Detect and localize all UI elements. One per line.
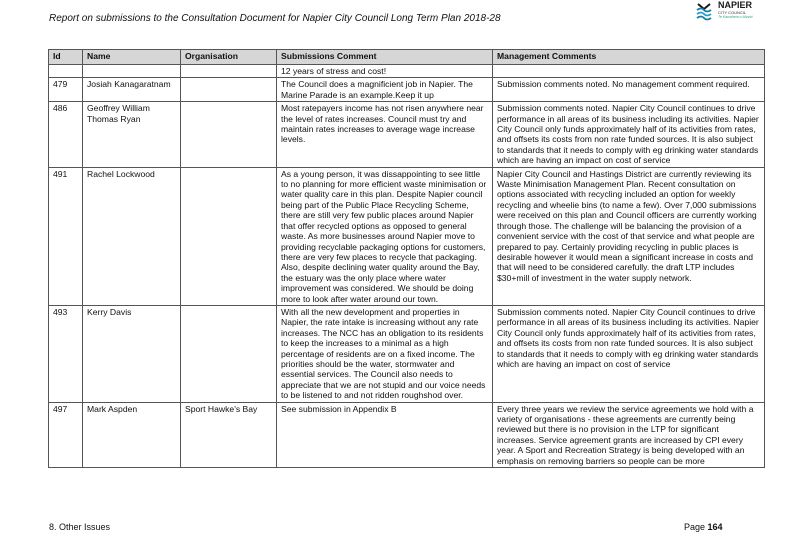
cell-id: 493 <box>48 304 83 403</box>
napier-waves-icon <box>696 3 712 21</box>
cell-name <box>82 63 181 79</box>
cell-id: 479 <box>48 77 83 103</box>
cell-organisation <box>180 77 277 103</box>
logo-tagline: Te Kaunihera o Ahuriri <box>718 15 753 19</box>
cell-name: Geoffrey William Thomas Ryan <box>82 101 181 168</box>
cell-submission-comment: 12 years of stress and cost! <box>276 63 493 79</box>
column-header-management-comments: Management Comments <box>492 49 765 65</box>
cell-management-comment: Submission comments noted. Napier City C… <box>492 101 765 168</box>
column-header-name: Name <box>82 49 181 65</box>
table-header-row: Id Name Organisation Submissions Comment… <box>48 49 765 65</box>
column-header-submissions-comment: Submissions Comment <box>276 49 493 65</box>
cell-organisation <box>180 101 277 168</box>
submissions-table: Id Name Organisation Submissions Comment… <box>48 49 765 469</box>
cell-id: 491 <box>48 166 83 306</box>
cell-id: 486 <box>48 101 83 168</box>
cell-name: Rachel Lockwood <box>82 166 181 306</box>
cell-management-comment: Submission comments noted. Napier City C… <box>492 304 765 403</box>
page-label: Page <box>684 522 706 532</box>
cell-submission-comment: See submission in Appendix B <box>276 401 493 469</box>
cell-management-comment: Napier City Council and Hastings Distric… <box>492 166 765 306</box>
cell-organisation <box>180 304 277 403</box>
page-number: 164 <box>707 522 723 532</box>
cell-organisation <box>180 63 277 79</box>
column-header-organisation: Organisation <box>180 49 277 65</box>
cell-name: Kerry Davis <box>82 304 181 403</box>
cell-management-comment: Submission comments noted. No management… <box>492 77 765 103</box>
logo-text: NAPIER <box>718 0 753 10</box>
footer-section: 8. Other Issues <box>49 522 111 532</box>
table-row: 12 years of stress and cost! <box>48 63 765 79</box>
table-row: 486 Geoffrey William Thomas Ryan Most ra… <box>48 101 765 168</box>
cell-submission-comment: With all the new development and propert… <box>276 304 493 403</box>
table-row: 497 Mark Aspden Sport Hawke's Bay See su… <box>48 401 765 469</box>
cell-name: Mark Aspden <box>82 401 181 469</box>
cell-management-comment <box>492 63 765 79</box>
footer-page: Page 164 <box>684 522 723 532</box>
table-row: 491 Rachel Lockwood As a young person, i… <box>48 166 765 306</box>
table-row: 493 Kerry Davis With all the new develop… <box>48 304 765 403</box>
cell-name: Josiah Kanagaratnam <box>82 77 181 103</box>
report-title: Report on submissions to the Consultatio… <box>49 13 501 24</box>
column-header-id: Id <box>48 49 83 65</box>
cell-submission-comment: As a young person, it was dissappointing… <box>276 166 493 306</box>
cell-submission-comment: Most ratepayers income has not risen any… <box>276 101 493 168</box>
table-row: 479 Josiah Kanagaratnam The Council does… <box>48 77 765 103</box>
cell-id <box>48 63 83 79</box>
cell-id: 497 <box>48 401 83 469</box>
cell-organisation: Sport Hawke's Bay <box>180 401 277 469</box>
cell-organisation <box>180 166 277 306</box>
cell-management-comment: Every three years we review the service … <box>492 401 765 469</box>
logo-sub: CITY COUNCIL <box>718 10 747 15</box>
cell-submission-comment: The Council does a magnificient job in N… <box>276 77 493 103</box>
